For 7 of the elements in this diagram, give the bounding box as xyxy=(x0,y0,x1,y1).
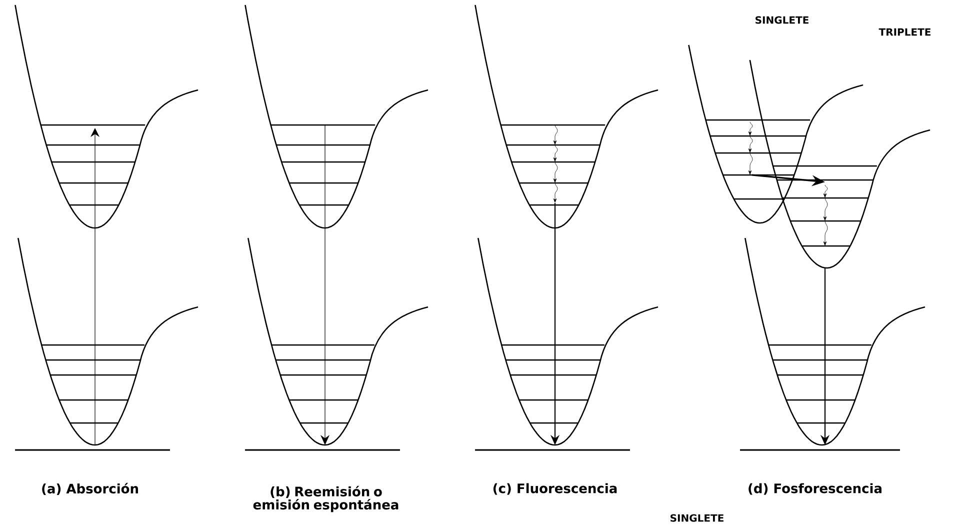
state-label: SINGLETE xyxy=(670,514,724,522)
state-label: SINGLETE xyxy=(756,16,808,24)
panel-caption: (a) Absorción xyxy=(42,482,138,496)
panel-caption: (b) Reemisión o emisión espontánea xyxy=(253,486,398,512)
panel-caption: (c) Fluorescencia xyxy=(493,483,617,495)
panel-caption: (d) Fosforescencia xyxy=(748,483,882,495)
state-label: TRIPLETE xyxy=(878,28,930,36)
